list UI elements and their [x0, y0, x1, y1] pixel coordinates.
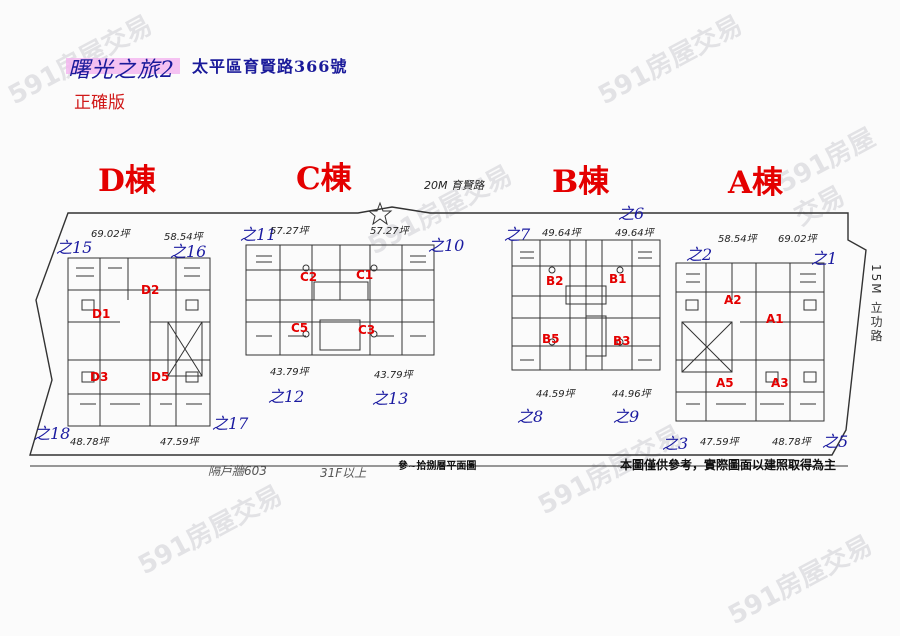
unit-tag: 之8	[517, 407, 544, 426]
unit-label: A5	[716, 376, 734, 390]
plan-subtitle: 參~拾捌層平面圖	[398, 461, 477, 472]
building-d-plan	[67, 257, 211, 427]
unit-label: C1	[356, 268, 374, 282]
disclaimer: 本圖僅供參考，實際圖面以建照取得為主	[620, 458, 837, 472]
unit-tag: 之3	[662, 434, 689, 453]
area-label: 47.59坪	[700, 437, 739, 448]
road-label-right: 15M 立功路	[869, 264, 883, 344]
unit-label: B5	[542, 332, 560, 346]
unit-label: B2	[546, 274, 564, 288]
unit-label: A2	[724, 293, 742, 307]
handwritten-note: 隔戶牆603	[208, 464, 267, 478]
area-label: 69.02坪	[91, 229, 130, 240]
entrance-marker	[367, 201, 393, 226]
unit-tag: 之12	[268, 387, 305, 406]
unit-tag: 之13	[372, 389, 409, 408]
road-label-top: 20M 育賢路	[424, 179, 484, 192]
building-label-c: C棟	[296, 161, 352, 197]
unit-tag: 之6	[618, 204, 645, 223]
site-boundary	[29, 206, 867, 456]
area-label: 44.59坪	[536, 389, 575, 400]
area-label: 57.27坪	[370, 226, 409, 237]
unit-tag: 之7	[504, 225, 531, 244]
area-label: 43.79坪	[270, 367, 309, 378]
unit-label: A1	[766, 312, 784, 326]
area-label: 58.54坪	[164, 232, 203, 243]
building-a-plan	[675, 262, 825, 422]
status-label: 正確版	[74, 93, 125, 113]
unit-tag: 之15	[56, 238, 93, 257]
unit-label: D2	[141, 283, 160, 297]
address: 太平區育賢路366號	[192, 57, 348, 76]
building-b-plan	[511, 239, 661, 371]
handwritten-title: 曙光之旅2	[68, 58, 175, 83]
building-label-a: A棟	[728, 165, 784, 201]
area-label: 57.27坪	[270, 226, 309, 237]
unit-label: B1	[609, 272, 627, 286]
unit-tag: 之11	[240, 225, 277, 244]
unit-tag: 之17	[212, 414, 249, 433]
area-label: 58.54坪	[718, 234, 757, 245]
unit-label: A3	[771, 376, 789, 390]
area-label: 43.79坪	[374, 370, 413, 381]
building-label-b: B棟	[552, 164, 610, 200]
unit-label: C3	[358, 323, 376, 337]
area-label: 48.78坪	[70, 437, 109, 448]
unit-label: D1	[92, 307, 111, 321]
area-label: 69.02坪	[778, 234, 817, 245]
unit-label: B3	[613, 334, 631, 348]
area-label: 49.64坪	[542, 228, 581, 239]
unit-label: D5	[151, 370, 170, 384]
area-label: 48.78坪	[772, 437, 811, 448]
area-label: 44.96坪	[612, 389, 651, 400]
unit-tag: 之1	[811, 249, 838, 268]
unit-label: C2	[300, 270, 318, 284]
unit-tag: 之5	[822, 432, 849, 451]
unit-tag: 之18	[34, 424, 71, 443]
unit-label: D3	[90, 370, 109, 384]
area-label: 49.64坪	[615, 228, 654, 239]
area-label: 47.59坪	[160, 437, 199, 448]
unit-tag: 之2	[686, 245, 713, 264]
unit-tag: 之9	[613, 407, 640, 426]
building-label-d: D棟	[98, 163, 156, 199]
handwritten-note: 31F以上	[320, 466, 367, 480]
title-highlight	[66, 58, 180, 74]
unit-label: C5	[291, 321, 309, 335]
building-c-plan	[245, 244, 435, 356]
unit-tag: 之16	[170, 242, 207, 261]
unit-tag: 之10	[428, 236, 465, 255]
